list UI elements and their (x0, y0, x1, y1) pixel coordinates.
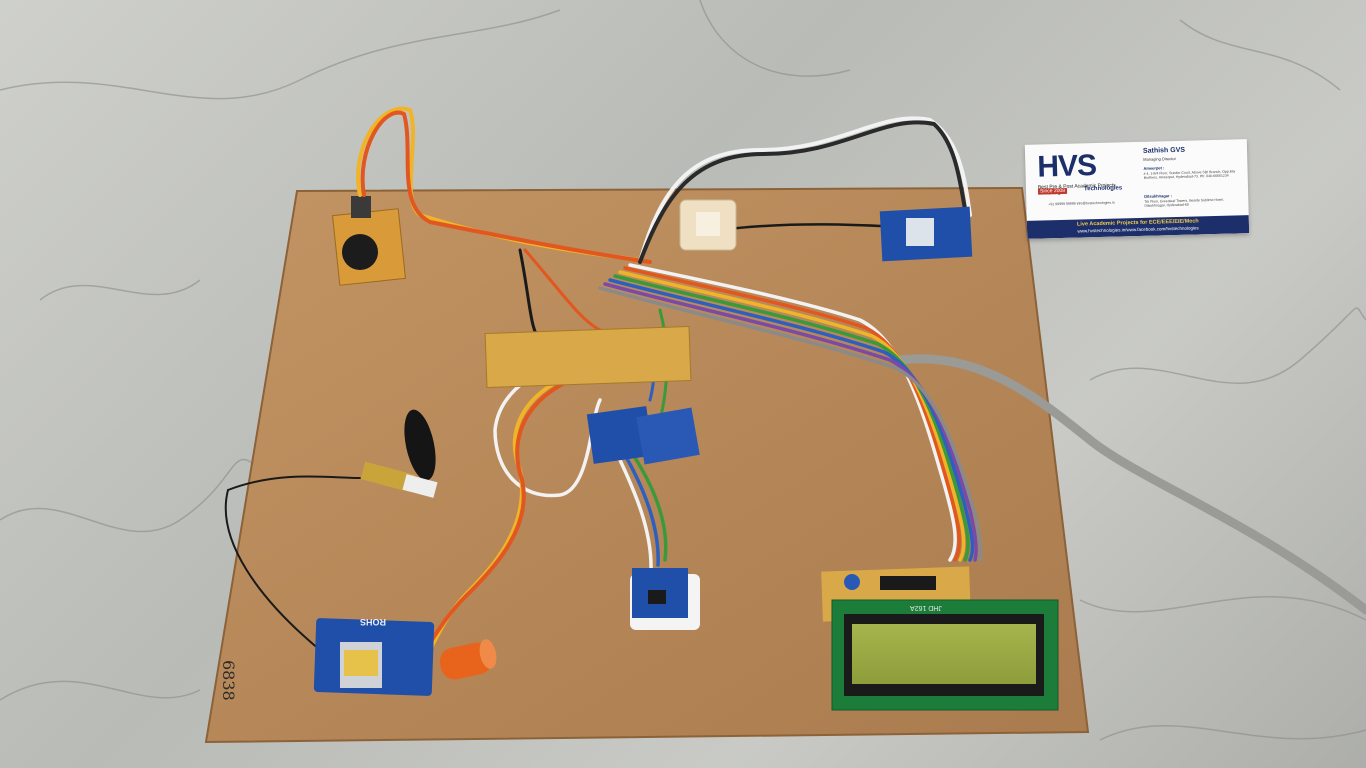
sim-module-label: ROHS (360, 617, 387, 627)
usb-cable (895, 354, 1366, 615)
gyro-module (630, 568, 700, 630)
card-city-2: Dilsukhnagar : (1144, 193, 1173, 199)
lcd-readout (870, 640, 1020, 668)
card-address-2: 7th Floor, Greenleaf Towers, Beside Subl… (1144, 197, 1224, 208)
card-technologies: Technologies (1083, 185, 1123, 193)
jumper-wires (224, 106, 983, 654)
gps-module (879, 206, 973, 262)
card-city-1: Ameerpet : (1143, 165, 1165, 171)
relay-module (636, 407, 700, 465)
handwritten-note: 6838 (219, 660, 238, 701)
card-contact: +91 99999 99999 info@hvstechnologies.in (1048, 200, 1115, 207)
capacitor (439, 639, 497, 680)
card-logo: HVS (1036, 149, 1097, 184)
card-since: Since 2008 (1037, 187, 1068, 195)
card-address-1: # 4, 1-8/4 Floor, Sunder Court, Above SB… (1143, 169, 1236, 180)
sim-module (313, 618, 435, 696)
marble-veins (0, 0, 1366, 741)
business-card: HVS Best Pre & Post Academic Projects & … (1024, 139, 1250, 239)
gsm-antenna (360, 409, 438, 498)
card-name: Sathish GVS (1142, 146, 1186, 155)
lcd-board-label: JHD 162A (910, 604, 942, 611)
arduino-nano (586, 406, 654, 464)
buzzer-module (331, 196, 407, 286)
perfboard (484, 325, 692, 389)
lcd-assembly (821, 566, 1059, 711)
card-role: Managing Director (1143, 155, 1176, 162)
